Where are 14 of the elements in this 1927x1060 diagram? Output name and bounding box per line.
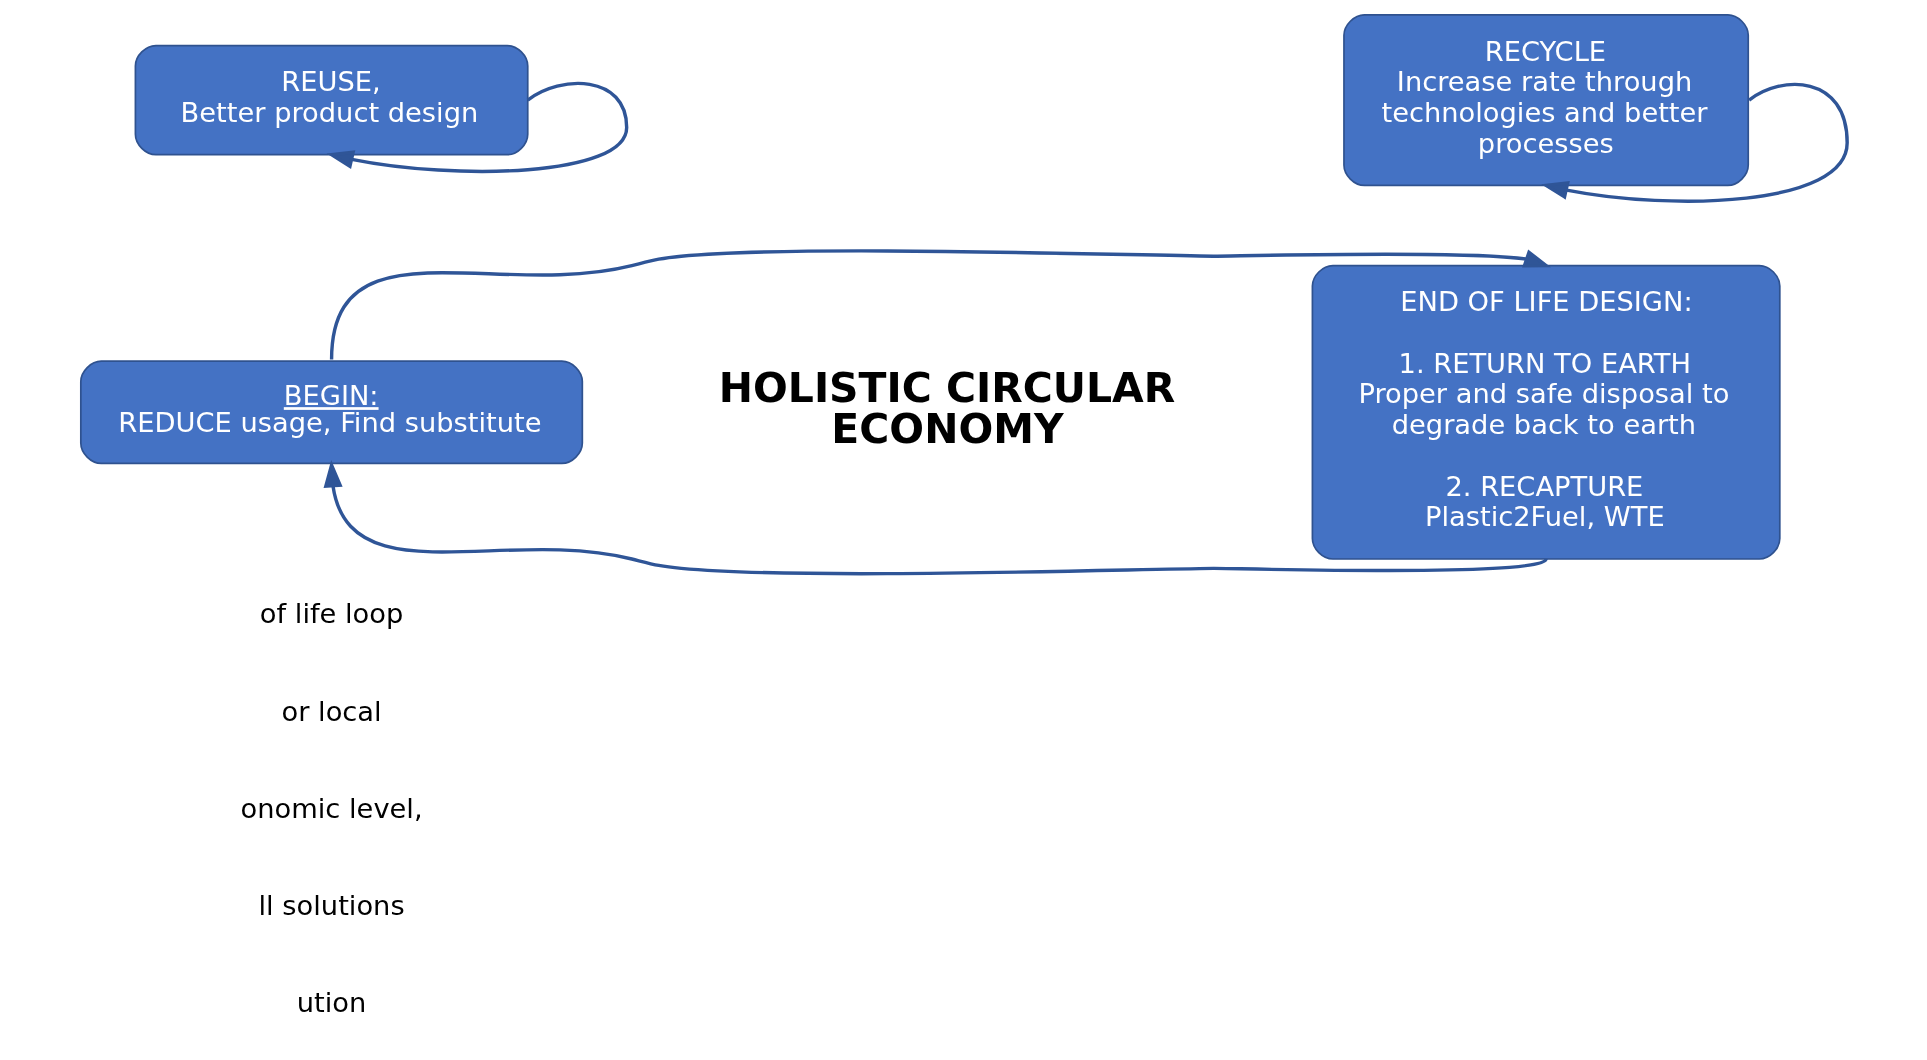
arrow xyxy=(323,460,1547,576)
arrow xyxy=(326,81,628,173)
label: ution xyxy=(296,987,366,1019)
label: HOLISTIC CIRCULAR ECONOMY xyxy=(718,364,1175,454)
arrow xyxy=(1540,82,1849,203)
node-box: END OF LIFE DESIGN: 1. RETURN TO EARTH Proper and safe disposal to degrade back to earth 2. RECAPTURE Plastic2Fuel, WTE xyxy=(1311,264,1781,560)
label: ll solutions xyxy=(258,890,405,922)
node-box: REUSE, Better product design xyxy=(134,44,529,156)
label: of life loop xyxy=(259,598,403,630)
label: or local xyxy=(281,695,382,727)
node-box: RECYCLE Increase rate through technologies and better processes xyxy=(1342,14,1749,187)
arrow xyxy=(329,249,1551,360)
label: onomic level, xyxy=(240,792,423,824)
node-box: BEGIN: REDUCE usage, Find substitute xyxy=(79,360,583,465)
